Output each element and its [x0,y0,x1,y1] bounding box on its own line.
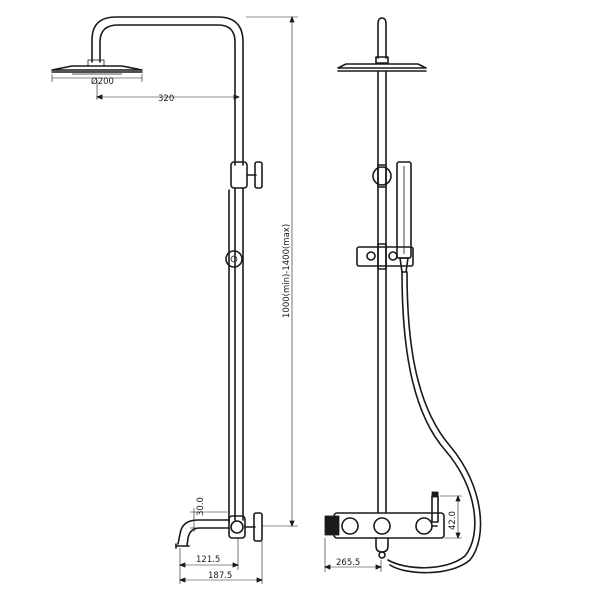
height-range-label: 1000(min)-1400(max) [282,224,292,318]
diverter-side [230,161,263,189]
outlet-offset-dimension [178,541,264,584]
slide-bracket-front [356,243,414,270]
spout-height-dimension [190,508,229,532]
shower-head-side [51,59,143,75]
overhead-arm [91,16,244,166]
outlet-front [375,537,389,559]
shower-hose-inner [389,271,482,574]
shower-head-front [337,17,427,72]
mixer-width-label: 265.5 [336,558,360,568]
hand-shower-front [396,161,412,273]
arm-reach-dimension [95,80,241,100]
handset-holder-side [225,250,243,268]
height-range-dimension [246,15,298,528]
head-diameter-dimension [51,74,143,82]
head-diameter-label: Ø200 [91,76,114,87]
handle-height-dimension [440,494,462,540]
bath-spout-side [175,519,230,549]
mixer-front [324,491,445,539]
outlet-offset-label: 187.5 [208,571,232,581]
shower-hose-outer [387,271,476,569]
arm-reach-label: 320 [158,94,174,104]
diverter-front [372,164,392,188]
overhead-arm-inner [99,24,236,166]
front-view: 42.0 265.5 [323,17,482,574]
mixer-side [228,512,263,542]
spout-reach-dimension [178,538,240,584]
handle-height-label: 42.0 [448,511,458,530]
spout-height-label: 30.0 [196,497,206,516]
side-view: Ø200 320 [51,15,298,584]
spout-reach-label: 121.5 [196,555,220,565]
mixer-width-dimension [323,538,383,572]
